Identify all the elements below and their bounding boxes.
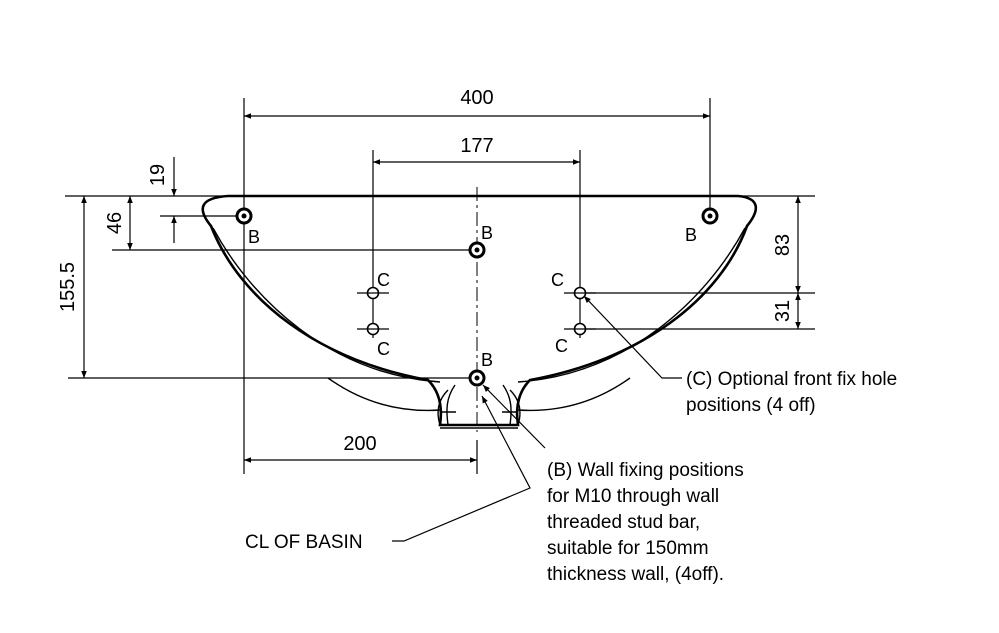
basin-outline xyxy=(201,194,757,429)
c-hole-right-upper xyxy=(564,286,596,300)
dim-text-177: 177 xyxy=(460,135,493,157)
basin-inner-left-profile xyxy=(212,227,441,383)
dim-text-31: 31 xyxy=(772,300,794,322)
basin-inner-right-profile xyxy=(517,227,746,383)
b-note-line-1: (B) Wall fixing positions xyxy=(547,460,744,481)
dim-text-19: 19 xyxy=(147,164,169,186)
leader-b-note xyxy=(482,384,546,449)
dim-text-83: 83 xyxy=(772,234,794,256)
b-label-left: B xyxy=(248,227,260,247)
basin-bottom-inner-right xyxy=(517,377,631,412)
c-hole-left-upper xyxy=(357,286,389,300)
dim-text-155-5: 155.5 xyxy=(57,262,79,312)
b-note-line-2: for M10 through wall xyxy=(547,486,719,507)
c-label-right-lower: C xyxy=(555,336,568,356)
dim-text-200: 200 xyxy=(343,433,376,455)
c-note-line-2: positions (4 off) xyxy=(686,395,816,416)
c-label-right-upper: C xyxy=(551,270,564,290)
b-label-centre-bottom: B xyxy=(481,350,493,370)
cl-of-basin-label: CL OF BASIN xyxy=(245,532,363,553)
c-front-fix-holes xyxy=(357,286,596,336)
leader-c-note xyxy=(583,295,682,379)
b-note-line-3: threaded stud bar, xyxy=(547,512,700,533)
c-hole-left-lower xyxy=(357,322,389,336)
basin-bottom-inner-left xyxy=(327,377,441,412)
dim-text-400: 400 xyxy=(460,87,493,109)
b-label-centre-top: B xyxy=(481,223,493,243)
basin-outer-profile xyxy=(201,194,757,427)
waste-foot-left xyxy=(437,384,456,426)
dim-text-46: 46 xyxy=(104,212,126,234)
b-label-right: B xyxy=(685,225,697,245)
leader-lines xyxy=(392,295,682,542)
b-note-line-5: thickness wall, (4off). xyxy=(547,564,724,585)
leader-cl-note xyxy=(392,395,531,542)
c-label-left-lower: C xyxy=(377,339,390,359)
dimension-lines xyxy=(81,113,801,463)
b-note-line-4: suitable for 150mm xyxy=(547,538,709,559)
b-fixing-holes xyxy=(235,207,719,387)
c-label-left-upper: C xyxy=(377,270,390,290)
c-hole-right-lower xyxy=(564,322,596,336)
extension-lines xyxy=(65,98,815,474)
c-note-line-1: (C) Optional front fix hole xyxy=(686,369,897,390)
